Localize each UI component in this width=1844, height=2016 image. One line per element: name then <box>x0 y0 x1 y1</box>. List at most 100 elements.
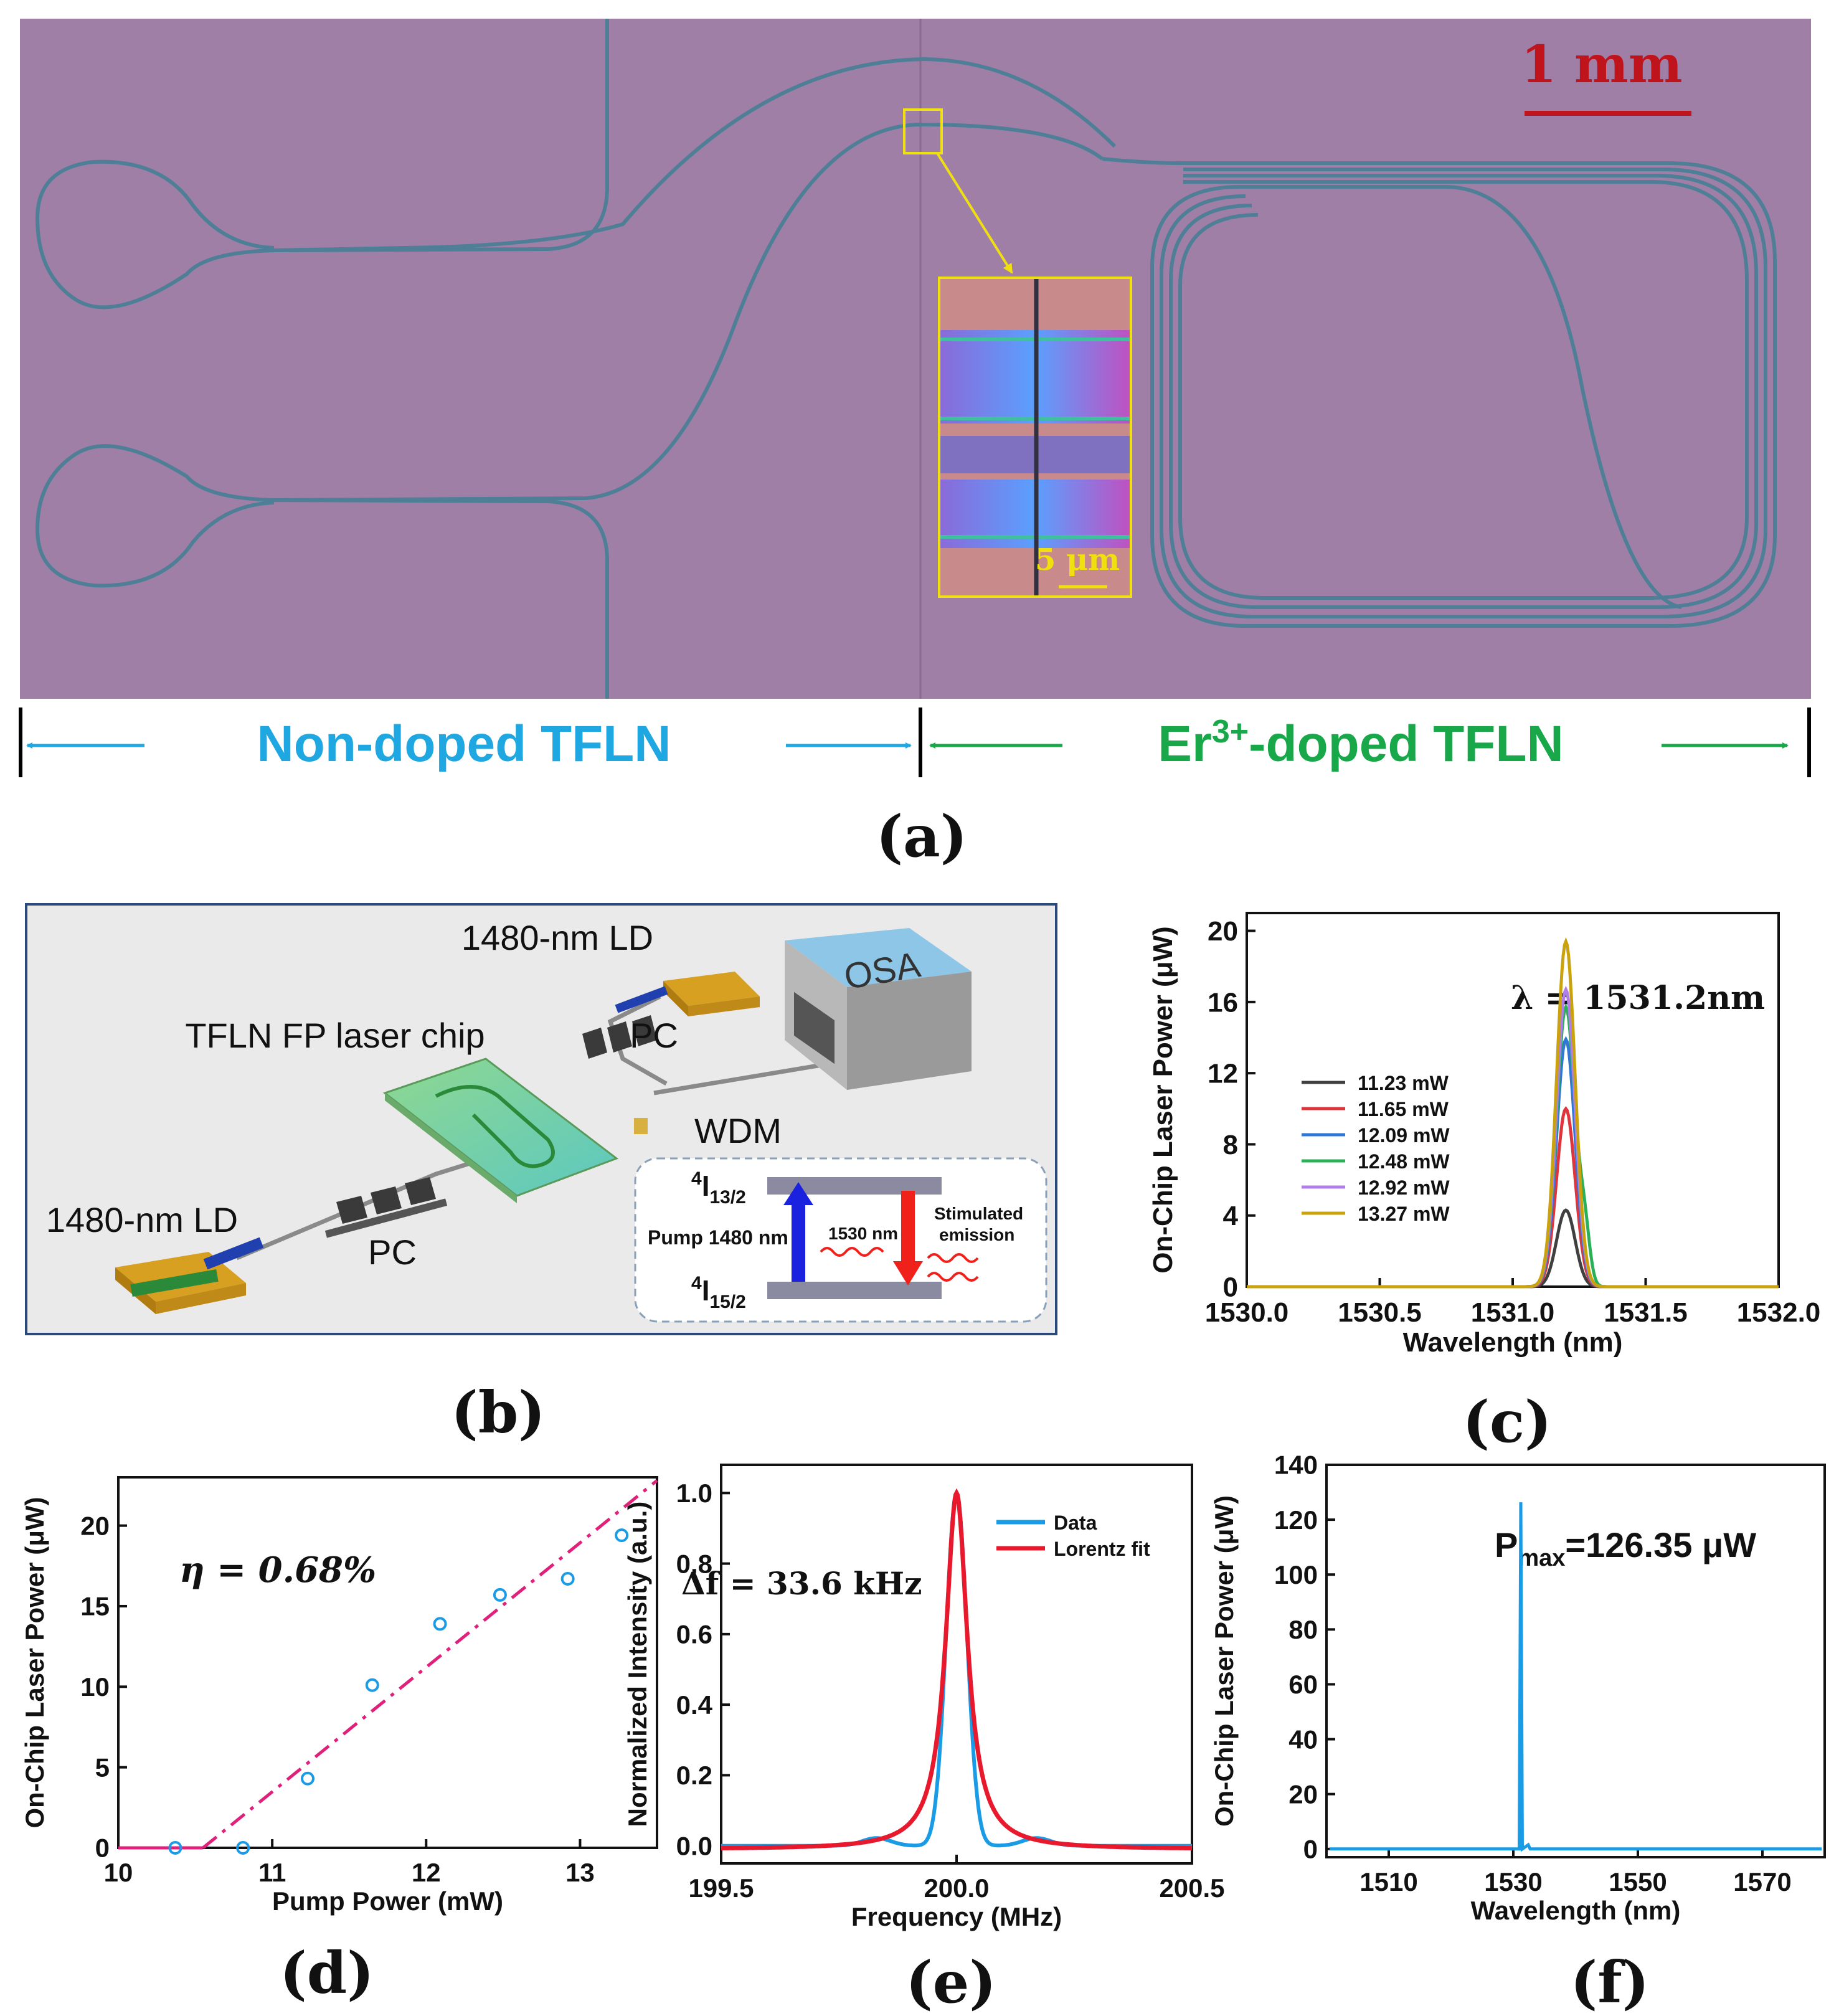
wdm-device <box>634 1118 648 1134</box>
ld-bottom-device <box>115 1237 264 1314</box>
legend-label-c: 12.92 mW <box>1358 1176 1450 1199</box>
x-tick-label-e: 200.5 <box>1159 1873 1224 1903</box>
chip-label: TFLN FP laser chip <box>185 1016 485 1055</box>
fit-line-d <box>202 1479 658 1849</box>
y-tick-label-c: 12 <box>1208 1059 1238 1089</box>
data-point-d <box>493 1588 507 1602</box>
stimulated-label-1: Stimulated <box>934 1204 1023 1223</box>
data-point-d <box>300 1771 314 1786</box>
panel-label-a: (a) <box>876 803 968 870</box>
y-tick-label-e: 0.4 <box>676 1690 713 1720</box>
y-tick-label-d: 20 <box>80 1511 110 1540</box>
panel-label-d: (d) <box>280 1939 374 2007</box>
legend-label-c: 13.27 mW <box>1358 1203 1450 1225</box>
legend-label-c: 12.09 mW <box>1358 1124 1450 1147</box>
y-tick-label-f: 100 <box>1274 1560 1318 1589</box>
x-tick-label-d: 13 <box>565 1858 595 1887</box>
region-label-er-doped: Er3+-doped TFLN <box>1158 714 1563 772</box>
x-tick-label-e: 200.0 <box>924 1873 989 1903</box>
y-tick-label-f: 0 <box>1303 1834 1318 1863</box>
legend-label-c: 11.23 mW <box>1358 1072 1449 1094</box>
x-tick-label-e: 199.5 <box>688 1873 754 1903</box>
ld-top-device <box>615 972 760 1016</box>
y-tick-label-e: 0.0 <box>676 1831 712 1860</box>
x-tick-label-c: 1530.5 <box>1338 1297 1422 1328</box>
x-axis-label-d: Pump Power (mW) <box>272 1886 503 1916</box>
series-line-c <box>1247 937 1779 1289</box>
x-tick-label-c: 1530.0 <box>1205 1297 1289 1328</box>
x-tick-label-d: 12 <box>412 1858 441 1887</box>
y-tick-label-d: 0 <box>95 1834 110 1863</box>
y-axis-label-f: On-Chip Laser Power (μW) <box>1209 1495 1239 1827</box>
pc-top-label: PC <box>630 1016 678 1055</box>
x-tick-label-f: 1530 <box>1484 1867 1542 1896</box>
zoom-box <box>903 108 943 154</box>
inset-scale-label: 5 μm <box>1035 542 1120 577</box>
legend-label-c: 12.48 mW <box>1358 1150 1450 1173</box>
panel-a: 5 μm 1 mm Non-doped TFLN Er3+-doped TFLN… <box>19 19 1811 870</box>
series-line-f <box>1330 1502 1822 1852</box>
plot-frame-d <box>117 1476 658 1849</box>
x-tick-label-f: 1550 <box>1609 1867 1667 1896</box>
y-tick-label-c: 4 <box>1223 1201 1239 1231</box>
plot-frame-c <box>1246 912 1780 1288</box>
panel-label-e: (e) <box>905 1949 996 2016</box>
osa-device <box>785 928 972 1090</box>
y-tick-label-e: 1.0 <box>676 1479 712 1508</box>
y-tick-label-c: 8 <box>1223 1130 1238 1160</box>
panel-b: OSA 1480-nm LD TFLN FP laser chip PC WDM… <box>25 903 1057 1446</box>
data-point-d <box>560 1571 575 1586</box>
region-label-non-doped: Non-doped TFLN <box>257 716 671 772</box>
x-tick-label-d: 11 <box>258 1858 286 1887</box>
y-tick-label-d: 10 <box>80 1672 110 1701</box>
annotation-d: η = 0.68% <box>179 1550 376 1591</box>
y-tick-label-c: 20 <box>1208 916 1238 947</box>
y-tick-label-e: 0.6 <box>676 1620 712 1649</box>
data-point-d <box>433 1617 447 1631</box>
series-line-c <box>1247 985 1779 1289</box>
y-tick-label-f: 60 <box>1288 1670 1318 1699</box>
scale-bar-label: 1 mm <box>1521 35 1682 95</box>
y-tick-label-d: 15 <box>80 1592 110 1621</box>
stimulated-label-2: emission <box>939 1225 1014 1244</box>
data-point-d <box>615 1528 629 1543</box>
ld-bottom-label: 1480-nm LD <box>46 1200 238 1239</box>
pc-bottom-device <box>324 1177 448 1238</box>
x-tick-label-f: 1510 <box>1359 1867 1417 1896</box>
laser-chip-device <box>382 1058 619 1203</box>
x-tick-label-c: 1531.0 <box>1471 1297 1555 1328</box>
y-tick-label-c: 16 <box>1208 987 1238 1018</box>
ld-top-label: 1480-nm LD <box>461 918 653 957</box>
series-line-c <box>1247 1003 1779 1289</box>
series-line-c <box>1247 1036 1779 1289</box>
panel-label-f: (f) <box>1571 1949 1650 2016</box>
x-axis-label-f: Wavelength (nm) <box>1471 1896 1681 1925</box>
data-point-d <box>236 1841 250 1855</box>
y-tick-label-f: 20 <box>1288 1779 1318 1809</box>
wdm-label: WDM <box>694 1111 782 1150</box>
legend-label-e: Data <box>1054 1512 1097 1534</box>
micrograph-background <box>20 19 1811 699</box>
data-point-d <box>365 1678 379 1692</box>
emission-wavelength-label: 1530 nm <box>828 1224 898 1243</box>
data-point-d <box>168 1841 182 1855</box>
zoom-arrow <box>936 152 1013 274</box>
energy-level-inset <box>634 1157 1047 1323</box>
x-tick-label-f: 1570 <box>1733 1867 1791 1896</box>
x-tick-label-c: 1531.5 <box>1604 1297 1688 1328</box>
level-upper-label: 4I13/2 <box>691 1168 746 1208</box>
level-lower-label: 4I15/2 <box>691 1273 746 1312</box>
plot-frame-e <box>720 1464 1193 1865</box>
y-tick-label-e: 0.8 <box>676 1549 712 1578</box>
y-tick-label-d: 5 <box>95 1753 110 1782</box>
legend-label-c: 11.65 mW <box>1358 1098 1449 1120</box>
y-axis-label-e: Normalized Intensity (a.u.) <box>623 1502 652 1827</box>
x-tick-label-c: 1532.0 <box>1737 1297 1821 1328</box>
annotation-c: λ = 1531.2nm <box>1511 979 1765 1017</box>
series-line-e <box>721 1488 1193 1851</box>
annotation-e: Δf = 33.6 kHz <box>681 1565 922 1602</box>
y-tick-label-f: 120 <box>1274 1505 1318 1535</box>
